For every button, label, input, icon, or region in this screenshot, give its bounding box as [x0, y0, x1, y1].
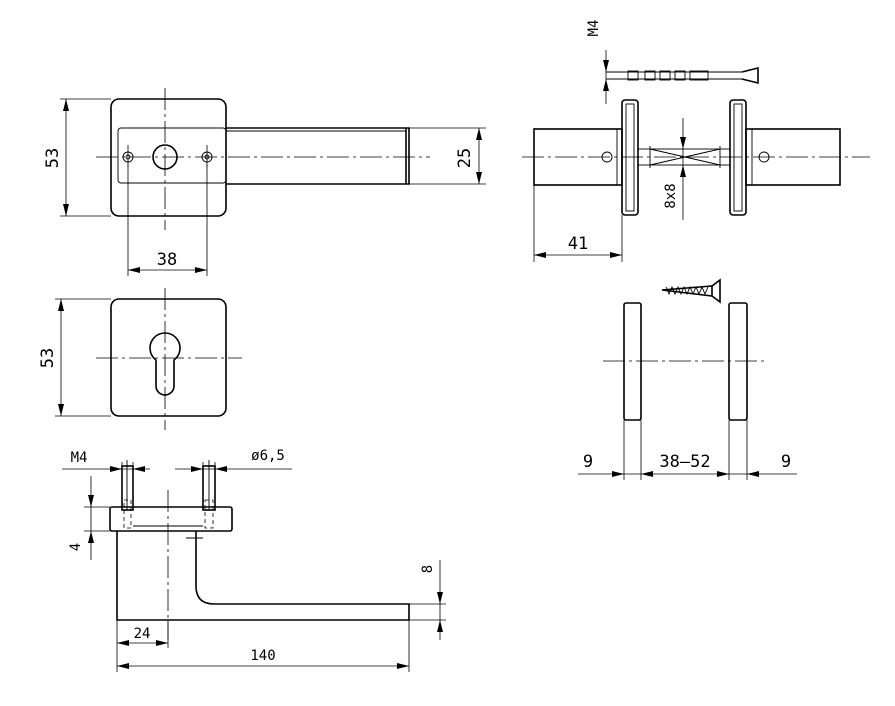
- dim-arrow: [215, 466, 227, 472]
- dim-label-screw-thread: M4: [71, 450, 88, 466]
- bolt-head: [741, 66, 759, 85]
- rose-plate-right: [728, 302, 748, 421]
- dim-arrow: [476, 128, 482, 140]
- dim-arrow: [58, 404, 64, 416]
- screw-hidden-left: [123, 499, 132, 529]
- dim-arrow: [437, 592, 443, 604]
- front-view-escutcheon: 53: [38, 288, 242, 430]
- dim-arrow: [476, 172, 482, 184]
- cylinder-keyhole: [149, 332, 181, 396]
- dim-label-lever-width: 25: [455, 148, 475, 168]
- dim-label-bolt-thread: M4: [586, 20, 602, 37]
- dim-label-lever-thickness: 8: [420, 565, 436, 573]
- lever-profile: [116, 531, 410, 621]
- dim-arrow: [117, 640, 129, 646]
- bolt-segment: [689, 70, 709, 81]
- screw-head: [711, 278, 721, 304]
- door-section: 9 38–52 9: [578, 278, 797, 480]
- through-bolt: M4: [586, 20, 759, 104]
- dim-arrow: [63, 99, 69, 111]
- side-section-lever: M4 ø6,5 4 8 24 140: [62, 448, 446, 672]
- dim-label-hole-diameter: ø6,5: [251, 448, 285, 464]
- dim-arrow: [603, 60, 609, 72]
- wood-screw: [661, 278, 721, 304]
- dim-arrow: [612, 471, 624, 477]
- dim-arrow: [110, 466, 122, 472]
- rose-section: [109, 506, 233, 532]
- dim-label-rose-pitch: 38: [157, 250, 177, 270]
- dim-label-rose-height: 53: [43, 148, 63, 168]
- dim-arrow: [610, 252, 622, 258]
- dim-label-plate-left: 9: [583, 452, 593, 472]
- dim-label-escutcheon-height: 53: [38, 348, 58, 368]
- lever-arm: [226, 127, 410, 185]
- dim-arrow: [128, 267, 140, 273]
- rose-right-inner: [733, 103, 743, 212]
- dim-arrow: [680, 165, 686, 177]
- dim-arrow: [195, 267, 207, 273]
- dim-arrow: [117, 663, 129, 669]
- dim-arrow: [534, 252, 546, 258]
- dim-label-lever-length: 140: [250, 648, 275, 664]
- dim-arrow: [603, 79, 609, 91]
- rose-inner-plate: [117, 127, 227, 184]
- dim-label-lever-offset: 24: [134, 626, 151, 642]
- rose-left-inner: [625, 103, 635, 212]
- dim-arrow: [58, 299, 64, 311]
- rose-left: [621, 99, 639, 216]
- escutcheon-outline: [110, 298, 227, 417]
- front-view-lever: 53 25 38: [43, 88, 486, 276]
- dim-arrow: [133, 466, 145, 472]
- dim-arrow: [747, 471, 759, 477]
- bolt-segment: [644, 70, 656, 81]
- dim-label-projection: 41: [568, 234, 588, 254]
- rose-right: [729, 99, 747, 216]
- dim-label-plate-right: 9: [781, 452, 791, 472]
- rose-plate-left: [623, 302, 642, 421]
- dim-arrow: [680, 137, 686, 149]
- dim-arrow: [191, 466, 203, 472]
- dim-label-rose-thickness: 4: [68, 543, 84, 551]
- side-view-assembly: M4 8x8 41: [522, 20, 870, 262]
- bolt-segment: [627, 70, 639, 81]
- spindle-cross: [649, 148, 721, 166]
- screw-thread: [665, 285, 709, 296]
- dim-arrow: [88, 531, 94, 543]
- bolt-segment: [659, 70, 671, 81]
- bolt-segment: [674, 70, 686, 81]
- dim-arrow: [63, 204, 69, 216]
- dim-label-spindle: 8x8: [663, 183, 679, 208]
- dim-arrow: [641, 471, 653, 477]
- screw-boss-left: [121, 465, 134, 511]
- dim-arrow: [397, 663, 409, 669]
- dim-arrow: [717, 471, 729, 477]
- dim-label-door-thickness: 38–52: [659, 452, 710, 472]
- dim-arrow: [437, 620, 443, 632]
- dim-arrow: [156, 640, 168, 646]
- dim-arrow: [88, 495, 94, 507]
